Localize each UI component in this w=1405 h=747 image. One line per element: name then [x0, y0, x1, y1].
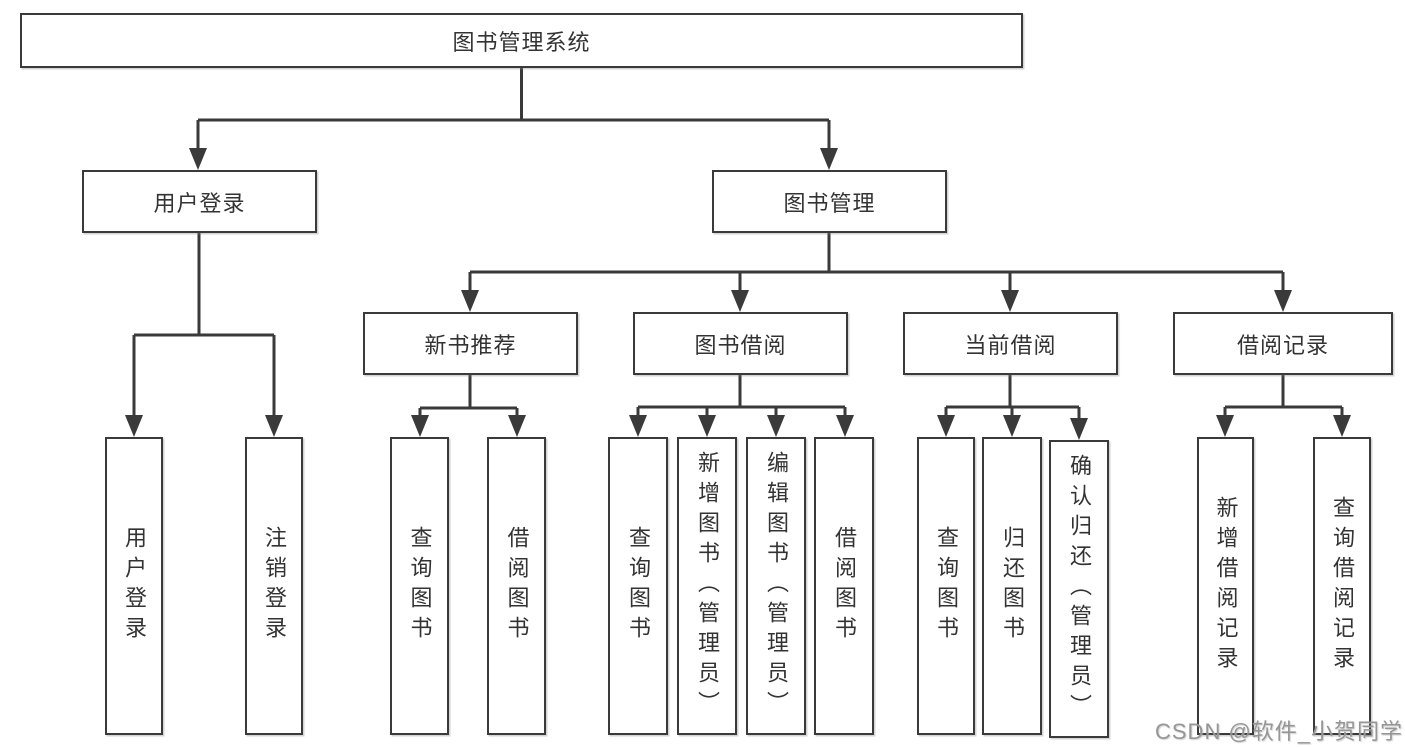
- node-label: 新书推荐: [424, 332, 517, 358]
- connector-new-book-branch: [418, 375, 519, 417]
- leaf-user-login: 用户登录: [105, 437, 163, 735]
- leaf-nb-borrow-books: 借阅图书: [487, 437, 546, 735]
- node-label: 查询图书: [934, 526, 959, 646]
- connector-book-borrow-branch: [636, 375, 847, 417]
- node-new-book-recommend: 新书推荐: [363, 312, 578, 375]
- leaf-cb-confirm-return-admin: 确认归还（管理员）: [1049, 440, 1109, 738]
- leaf-cb-query-books: 查询图书: [917, 437, 975, 735]
- node-user-login: 用户登录: [82, 170, 317, 233]
- watermark-text: CSDN @软件_小贺同学: [1155, 719, 1404, 744]
- node-label: 归还图书: [1000, 526, 1025, 646]
- node-book-management: 图书管理: [712, 170, 947, 233]
- connector-book-management-to-level3: [468, 233, 1285, 292]
- leaf-bb-query-books: 查询图书: [608, 437, 668, 735]
- node-label: 用户登录: [122, 526, 147, 646]
- node-label: 新增图书（管理员）: [695, 451, 720, 721]
- connector-current-borrow-branch: [944, 375, 1081, 420]
- leaf-br-query-borrow-record: 查询借阅记录: [1313, 437, 1371, 735]
- leaf-cb-return-books: 归还图书: [982, 437, 1042, 735]
- node-label: 用户登录: [153, 190, 246, 216]
- node-label: 查询图书: [626, 526, 651, 646]
- node-library-management-system: 图书管理系统: [20, 13, 1023, 68]
- node-current-borrowing: 当前借阅: [903, 312, 1118, 375]
- node-label: 图书借阅: [694, 332, 787, 358]
- node-label: 新增借阅记录: [1213, 496, 1239, 676]
- node-label: 编辑图书（管理员）: [764, 451, 789, 721]
- leaf-bb-borrow-books: 借阅图书: [814, 437, 874, 735]
- node-label: 查询图书: [407, 526, 433, 646]
- leaf-br-add-borrow-record: 新增借阅记录: [1197, 437, 1254, 735]
- node-label: 图书管理: [783, 190, 876, 216]
- leaf-nb-query-books: 查询图书: [390, 437, 449, 735]
- connector-root-to-level2: [196, 68, 831, 150]
- node-label: 借阅图书: [832, 526, 857, 646]
- node-label: 查询借阅记录: [1330, 496, 1355, 676]
- connector-user-login-branch: [132, 233, 276, 417]
- node-label: 注销登录: [262, 526, 287, 646]
- node-label: 当前借阅: [964, 332, 1057, 358]
- connector-borrow-record-branch: [1223, 375, 1344, 417]
- node-label: 图书管理系统: [452, 29, 591, 55]
- leaf-bb-edit-books-admin: 编辑图书（管理员）: [746, 437, 806, 735]
- node-label: 借阅图书: [504, 526, 530, 646]
- leaf-logout: 注销登录: [245, 437, 303, 735]
- leaf-bb-add-books-admin: 新增图书（管理员）: [677, 437, 737, 735]
- node-borrowing-records: 借阅记录: [1173, 312, 1393, 375]
- node-book-borrowing: 图书借阅: [633, 312, 848, 375]
- node-label: 借阅记录: [1236, 332, 1329, 358]
- node-label: 确认归还（管理员）: [1067, 454, 1092, 724]
